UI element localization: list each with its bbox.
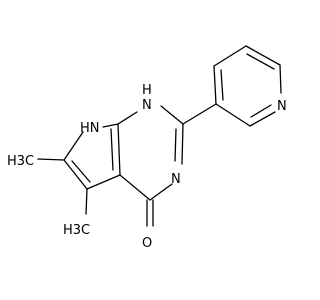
bond-py-n-c2-inner: [250, 104, 272, 118]
bond-py-c6-n: [279, 64, 282, 94]
bond-c5-methyl: [85, 188, 88, 215]
bond-c2-n3-inner: [174, 128, 177, 162]
bond-py-c3-c4: [213, 65, 217, 105]
bond-c6-c5: [63, 159, 88, 190]
bond-c7a-n7: [102, 123, 119, 128]
structure-diagram: HN H N N N O H3C H3C: [7, 45, 287, 251]
bond-c5-c4a: [86, 174, 121, 190]
label-h-pyrimidine: H: [142, 83, 152, 98]
label-o-carbonyl: O: [142, 236, 152, 251]
bond-n7-c6: [63, 131, 84, 161]
bond-c6-c5-inner: [71, 160, 91, 183]
bond-n3-c4: [149, 183, 173, 201]
bond-py-c5-c6-inner: [246, 53, 275, 70]
bond-c2-cpy: [182, 103, 217, 125]
bond-py-c2-c3: [215, 103, 251, 127]
label-methyl-upper: H3C: [7, 154, 34, 169]
label-n-pyrimidine: N: [142, 98, 152, 113]
bond-c4a-c7a: [117, 123, 121, 176]
bond-c6-methyl: [37, 158, 65, 161]
bond-py-c5-c6: [245, 45, 281, 66]
bond-c7a-n1: [117, 111, 138, 125]
bond-c2-n3: [181, 123, 184, 165]
bond-n1-c2: [160, 105, 184, 125]
label-nh-pyrrole: HN: [80, 121, 100, 136]
bond-c4a-c7a-inner: [110, 128, 114, 171]
bond-c4-c4a: [119, 174, 151, 201]
bond-py-c3-c4-inner: [220, 69, 224, 101]
bond-py-c4-c5: [213, 45, 247, 67]
label-methyl-upper-text: H3C: [7, 154, 34, 169]
label-methyl-lower-text: H3C: [63, 223, 90, 238]
label-n-pyridine: N: [277, 99, 287, 114]
label-methyl-lower: H3C: [63, 223, 90, 238]
bond-py-n-c2: [249, 111, 276, 127]
label-n-imine: N: [171, 172, 181, 187]
